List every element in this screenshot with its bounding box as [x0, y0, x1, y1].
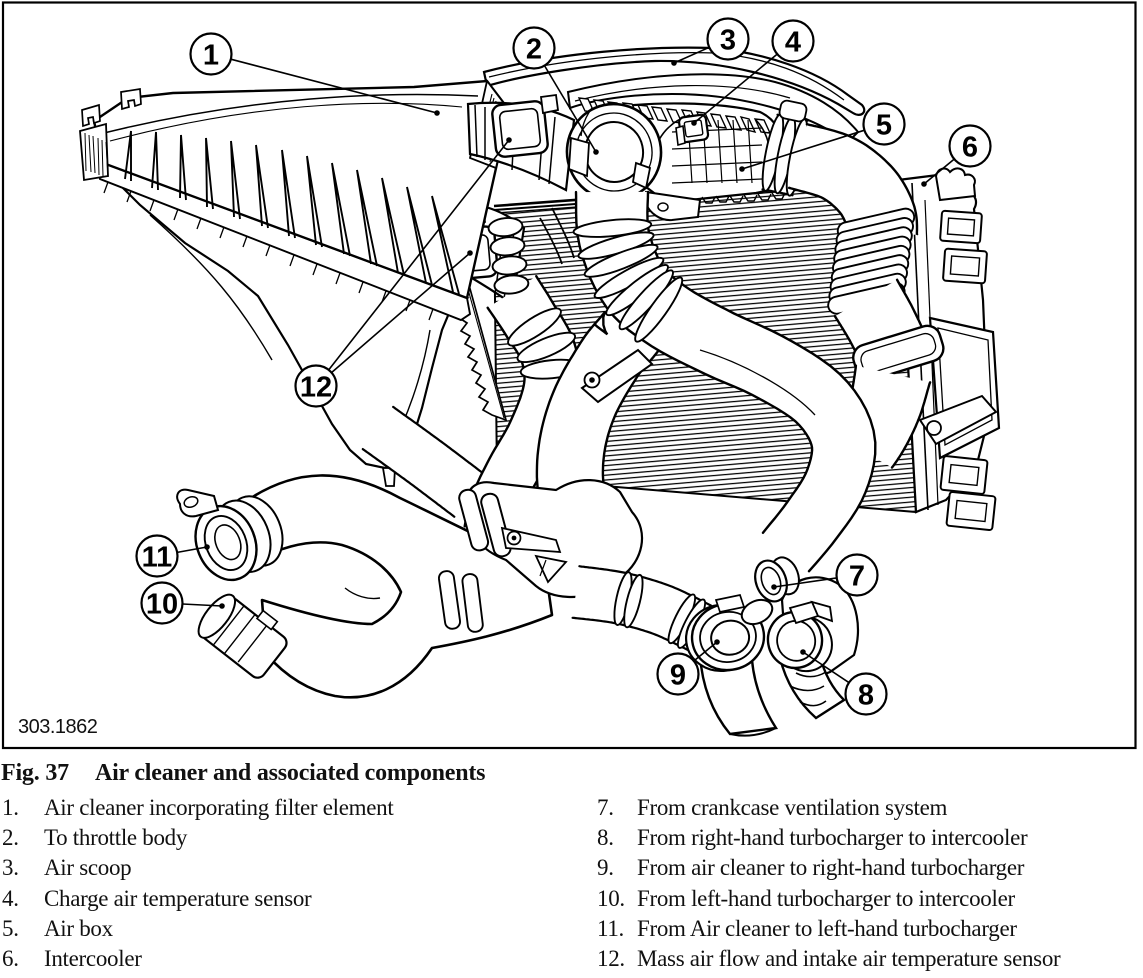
svg-text:7: 7	[849, 561, 865, 593]
svg-text:2: 2	[526, 34, 542, 66]
svg-text:1: 1	[203, 40, 219, 72]
svg-text:3: 3	[720, 25, 736, 57]
svg-text:11: 11	[142, 542, 173, 574]
svg-text:9: 9	[670, 660, 686, 692]
svg-text:4: 4	[785, 27, 801, 59]
svg-text:8: 8	[858, 680, 874, 712]
svg-text:6: 6	[962, 132, 978, 164]
svg-text:5: 5	[876, 110, 892, 142]
svg-text:12: 12	[300, 372, 332, 404]
svg-text:10: 10	[146, 589, 178, 621]
